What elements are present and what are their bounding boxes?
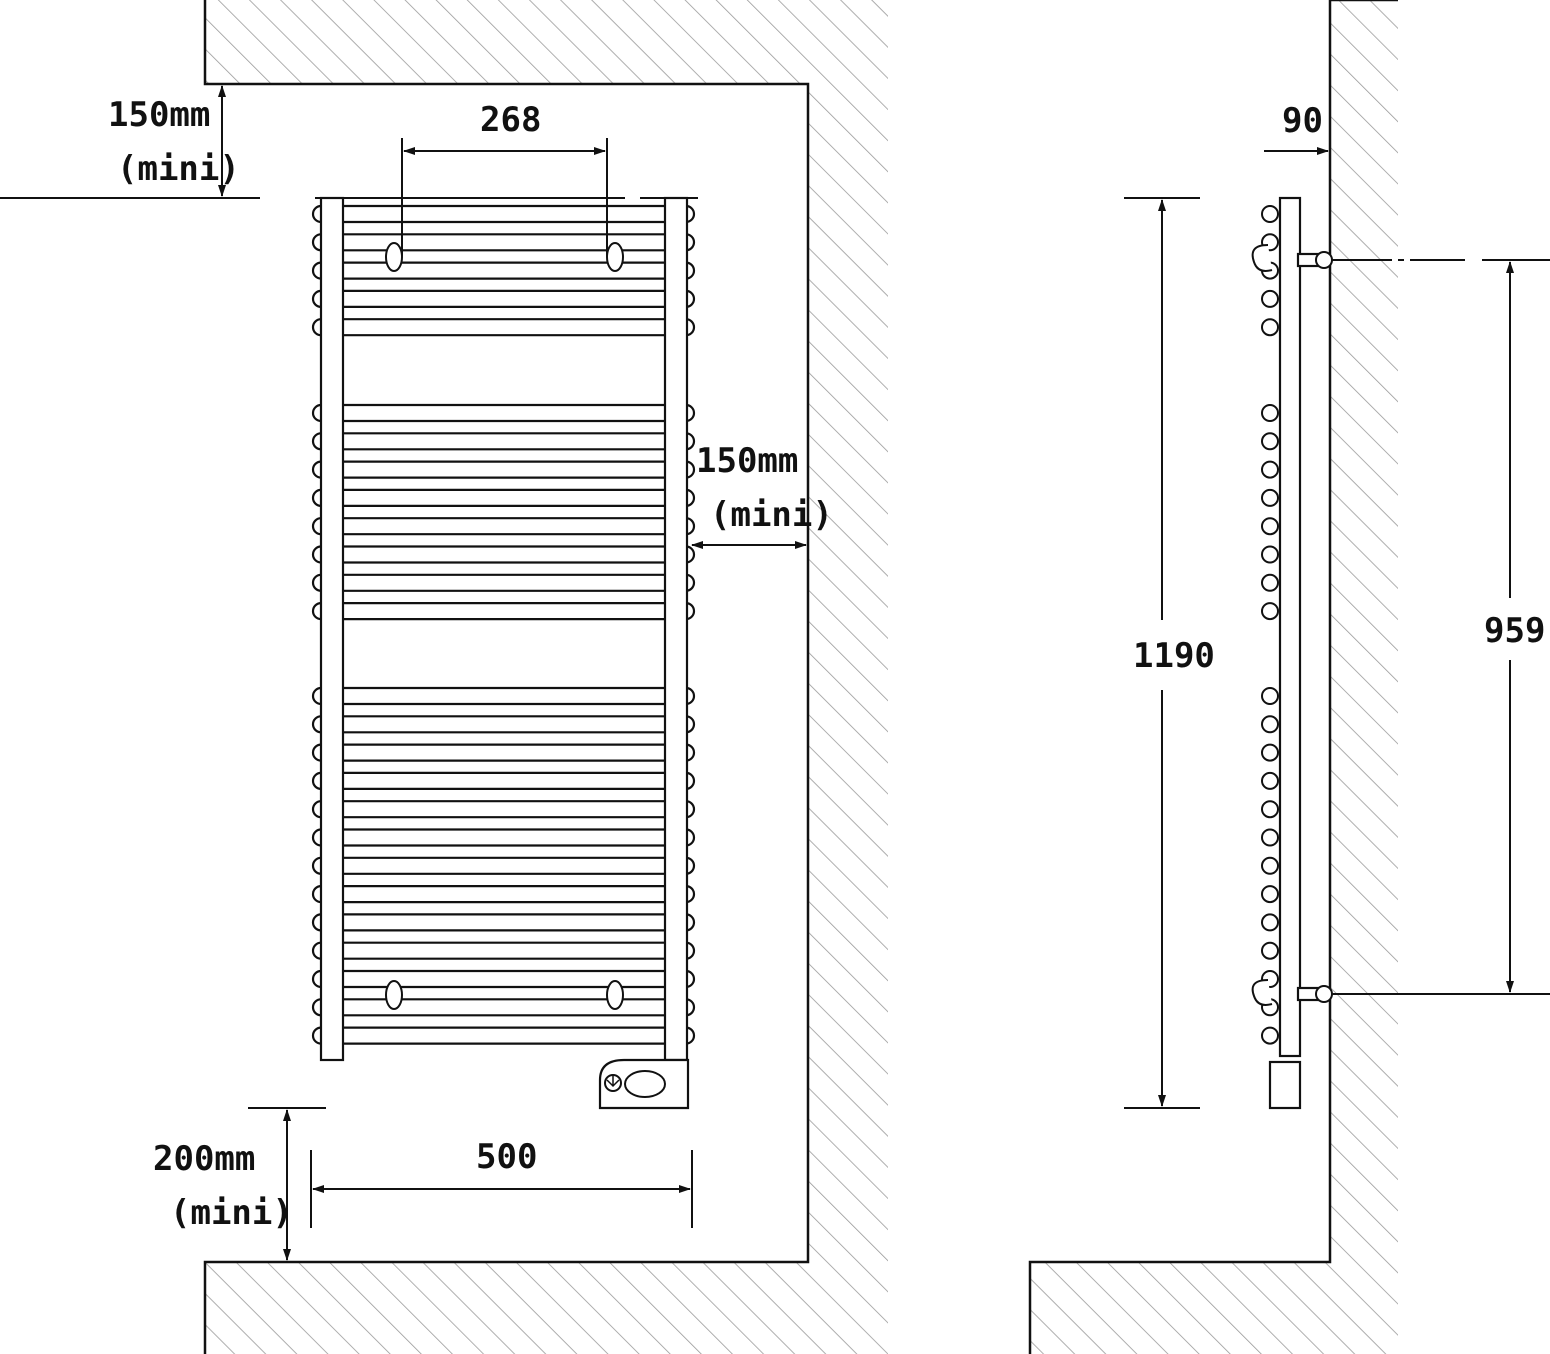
front-wall-hatch [205, 0, 888, 1354]
side-clearance-note: (mini) [710, 495, 833, 535]
fixing-bottom-right [606, 980, 624, 1010]
fixing-height-label: 959 [1484, 611, 1545, 651]
side-rail-19 [1261, 856, 1279, 875]
side-collector [1278, 196, 1302, 1058]
side-rail-13 [1261, 687, 1279, 705]
side-rail-10 [1261, 545, 1279, 564]
front-wall-outline [203, 0, 810, 1354]
thermostat-control-box [598, 1058, 690, 1110]
wall-fixing-brackets [385, 242, 624, 1010]
top-clearance-value: 150mm [108, 95, 210, 135]
side-view-dimensions: 90 1190 959 [1124, 101, 1550, 1109]
rail-1 [311, 233, 696, 252]
rail-9 [311, 517, 696, 536]
radiator-front-view [311, 196, 696, 1110]
side-rail-group [1261, 205, 1279, 1045]
width-label: 500 [476, 1137, 537, 1177]
side-rail-4 [1261, 318, 1279, 337]
rail-13 [311, 686, 696, 706]
bracket-top-plug [1315, 251, 1333, 269]
bracket-bottom-clip [1251, 979, 1273, 1006]
front-view-enclosure [203, 0, 888, 1354]
control-display [624, 1070, 666, 1098]
fixing-top-right [606, 242, 624, 272]
side-wall-outline [1028, 0, 1398, 1354]
rail-8 [311, 488, 696, 507]
side-rail-25 [1261, 1026, 1279, 1045]
rail-12 [311, 601, 696, 621]
right-upright [663, 196, 689, 1062]
rail-7 [311, 460, 696, 479]
side-rail-17 [1261, 800, 1279, 819]
rail-group [311, 204, 696, 1045]
rail-24 [311, 998, 696, 1017]
rail-17 [311, 800, 696, 819]
bracket-bottom-plug [1315, 985, 1333, 1003]
bottom-clearance-note: (mini) [170, 1193, 293, 1233]
side-rail-0 [1261, 205, 1279, 223]
radiator-side-view [1251, 196, 1333, 1110]
rail-2 [311, 261, 696, 280]
top-clearance-note: (mini) [117, 149, 240, 189]
side-rail-12 [1261, 602, 1279, 621]
side-wall-hatch [1030, 0, 1398, 1354]
depth-label: 90 [1282, 101, 1323, 141]
rail-18 [311, 828, 696, 847]
rail-11 [311, 573, 696, 592]
rail-4 [311, 318, 696, 337]
side-rail-16 [1261, 771, 1279, 790]
side-control-box [1268, 1060, 1302, 1110]
side-clearance-value: 150mm [696, 441, 798, 481]
side-rail-5 [1261, 404, 1279, 422]
rail-5 [311, 403, 696, 423]
bracket-top-clip [1251, 244, 1273, 272]
rail-22 [311, 941, 696, 960]
rail-23 [311, 969, 696, 989]
rail-0 [311, 204, 696, 224]
rail-3 [311, 289, 696, 308]
side-view-enclosure [1028, 0, 1398, 1354]
rail-19 [311, 856, 696, 875]
fixing-top-left [385, 242, 403, 272]
left-upright [319, 196, 345, 1062]
rail-16 [311, 771, 696, 791]
side-rail-8 [1261, 488, 1279, 507]
bottom-clearance-value: 200mm [153, 1139, 255, 1179]
side-rail-6 [1261, 432, 1279, 451]
rail-15 [311, 743, 696, 762]
fixing-bottom-left [385, 980, 403, 1010]
side-rail-11 [1261, 573, 1279, 592]
rail-14 [311, 715, 696, 734]
side-brackets [1251, 244, 1333, 1006]
rail-6 [311, 432, 696, 451]
rail-20 [311, 884, 696, 904]
side-rail-3 [1261, 289, 1279, 308]
fixing-spacing-label: 268 [480, 100, 541, 140]
side-rail-18 [1261, 828, 1279, 847]
front-view-dimensions: 150mm (mini) 268 150mm (mini) 200mm (min… [0, 85, 833, 1261]
side-rail-9 [1261, 517, 1279, 536]
rail-25 [311, 1026, 696, 1045]
side-rail-22 [1261, 941, 1279, 960]
side-rail-21 [1261, 913, 1279, 932]
rail-10 [311, 545, 696, 564]
side-rail-7 [1261, 460, 1279, 479]
side-rail-15 [1261, 743, 1279, 762]
rail-21 [311, 913, 696, 932]
side-rail-20 [1261, 885, 1279, 904]
side-rail-14 [1261, 715, 1279, 734]
logo-icon-mark [606, 1076, 620, 1088]
height-label: 1190 [1133, 636, 1215, 676]
